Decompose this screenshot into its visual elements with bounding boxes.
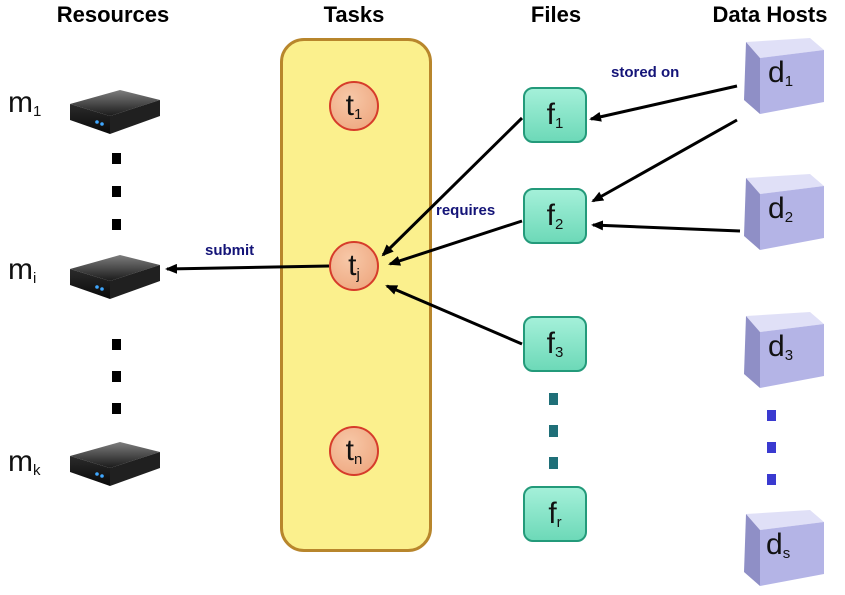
data-host-cube-icon	[744, 38, 824, 114]
file-node-f2[interactable]: f2	[523, 188, 587, 244]
resource-label-m1: m1	[8, 86, 42, 120]
task-node-tn[interactable]: tn	[329, 426, 379, 476]
data-host-cube-icon	[744, 174, 824, 250]
header-data-hosts: Data Hosts	[712, 2, 828, 27]
file-node-f1[interactable]: f1	[523, 87, 587, 143]
task-node-t1[interactable]: t1	[329, 81, 379, 131]
edge-label-requires: requires	[436, 202, 496, 219]
data-host-label-d3: d3	[768, 330, 794, 364]
header-resources: Resources	[56, 2, 170, 27]
hosts-ellipsis	[767, 410, 776, 485]
resource-label-mi: mi	[8, 253, 37, 287]
file-node-fr[interactable]: fr	[523, 486, 587, 542]
file-node-f3[interactable]: f3	[523, 316, 587, 372]
data-host-label-ds: ds	[766, 528, 791, 562]
files-ellipsis	[549, 393, 558, 469]
data-host-label-d2: d2	[768, 192, 794, 226]
server-icon	[70, 442, 160, 486]
data-host-label-d1: d1	[768, 56, 794, 90]
edge-label-submit: submit	[205, 242, 255, 259]
data-host-cube-icon	[744, 510, 824, 586]
edge-label-stored-on: stored on	[611, 64, 680, 81]
header-tasks: Tasks	[323, 2, 385, 27]
data-host-cube-icon	[744, 312, 824, 388]
task-node-tj[interactable]: tj	[329, 241, 379, 291]
resources-ellipsis-lower	[112, 339, 121, 414]
resources-ellipsis-upper	[112, 153, 121, 230]
server-icon	[70, 255, 160, 299]
header-files: Files	[530, 2, 582, 27]
server-icon	[70, 90, 160, 134]
resource-label-mk: mk	[8, 445, 41, 479]
